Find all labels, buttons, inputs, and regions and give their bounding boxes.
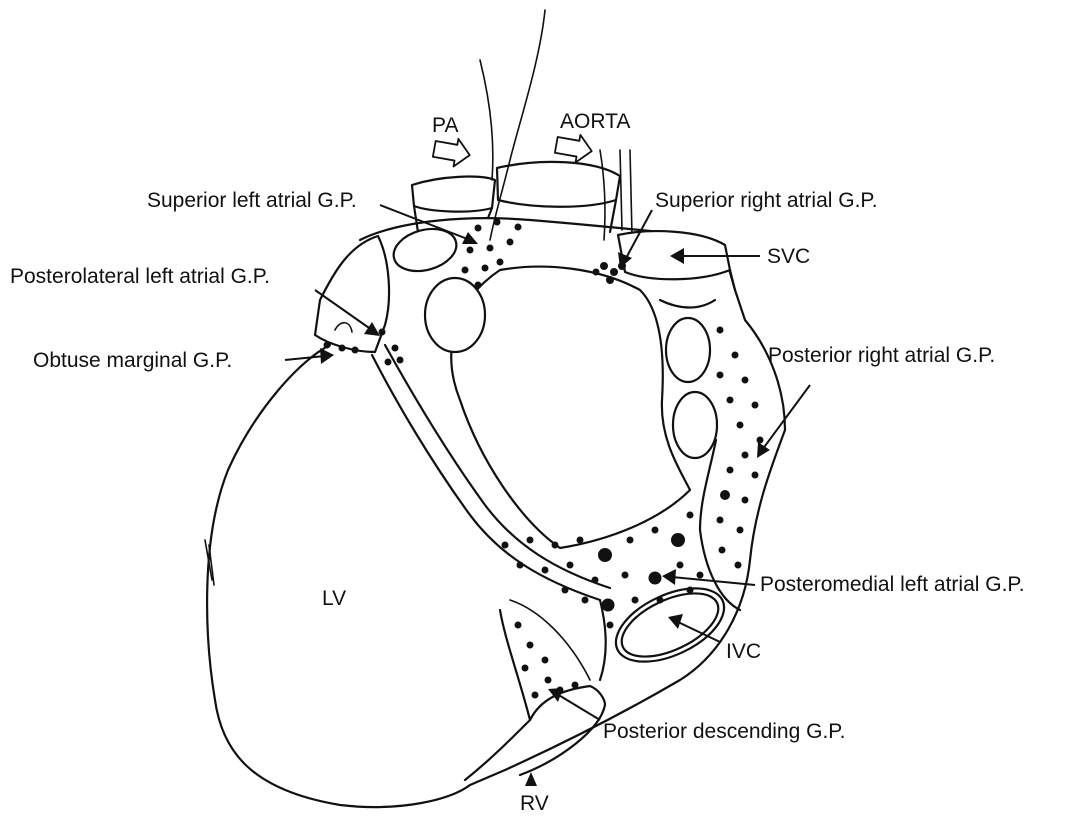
label-lv: LV bbox=[322, 587, 346, 610]
label-rv: RV bbox=[520, 792, 549, 815]
nerve-strand-2 bbox=[480, 60, 493, 180]
pulmonary-artery-trunk bbox=[412, 177, 495, 232]
label-superior-right-atrial-gp: Superior right atrial G.P. bbox=[655, 189, 878, 212]
ivc-vessel bbox=[605, 573, 735, 676]
label-aorta: AORTA bbox=[560, 110, 630, 133]
label-posteromedial-left-atrial-gp: Posteromedial left atrial G.P. bbox=[760, 573, 1025, 596]
label-ivc: IVC bbox=[726, 640, 761, 663]
label-superior-left-atrial-gp: Superior left atrial G.P. bbox=[147, 189, 357, 212]
left-superior-pulmonary-vein bbox=[389, 222, 461, 277]
right-superior-pulmonary-vein bbox=[666, 318, 710, 382]
label-pa: PA bbox=[432, 114, 458, 137]
nerve-strand-4 bbox=[620, 150, 622, 230]
label-posterior-descending-gp: Posterior descending G.P. bbox=[603, 720, 845, 743]
label-posterior-right-atrial-gp: Posterior right atrial G.P. bbox=[768, 344, 995, 367]
nerve-strand-5 bbox=[630, 150, 632, 235]
right-inferior-pulmonary-vein bbox=[673, 392, 717, 458]
aorta-hollow-arrow bbox=[554, 131, 594, 165]
central-cutaway bbox=[451, 267, 690, 548]
label-svc: SVC bbox=[767, 245, 810, 268]
pa-hollow-arrow bbox=[432, 135, 472, 169]
left-inferior-pulmonary-vein bbox=[425, 278, 485, 352]
label-obtuse-marginal-gp: Obtuse marginal G.P. bbox=[33, 349, 232, 372]
label-posterolateral-left-atrial-gp: Posterolateral left atrial G.P. bbox=[10, 265, 270, 288]
